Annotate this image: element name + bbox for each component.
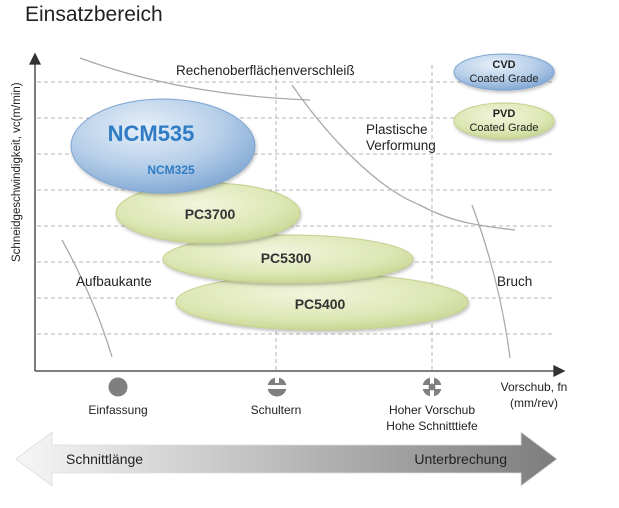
legend: CVD Coated Grade PVD Coated Grade	[453, 53, 555, 140]
region-label-left: Aufbaukante	[76, 274, 152, 289]
operation-label-1: Einfassung	[88, 403, 147, 417]
operation-label-3b: Hohe Schnitttiefe	[386, 419, 478, 433]
grade-ellipses	[70, 98, 469, 331]
grade-label-pc3700: PC3700	[185, 206, 236, 222]
page-title: Einsatzbereich	[25, 3, 163, 26]
high-feed-insert-icon	[422, 377, 442, 397]
round-insert-icon	[108, 377, 128, 397]
arrow-left-label: Schnittlänge	[66, 451, 143, 467]
operation-label-2: Schultern	[251, 403, 302, 417]
legend-pvd-swatch	[453, 102, 555, 140]
legend-pvd-title: PVD	[493, 108, 516, 120]
legend-cvd-sub: Coated Grade	[469, 73, 538, 85]
double-arrow-shape	[15, 431, 558, 487]
region-label-top: Rechenoberflächenverschleiß	[176, 63, 355, 78]
x-axis-label-2: (mm/rev)	[510, 396, 558, 410]
region-label-right: Bruch	[497, 274, 532, 289]
bottom-arrow: Schnittlänge Unterbrechung	[15, 431, 558, 487]
shoulder-insert-icon	[267, 377, 287, 397]
operation-label-3a: Hoher Vorschub	[389, 403, 475, 417]
legend-cvd-title: CVD	[492, 59, 515, 71]
y-axis-label: Schneidgeschwindigkeit, vc(m/min)	[11, 82, 23, 262]
arrow-right-label: Unterbrechung	[414, 451, 507, 467]
legend-cvd-swatch	[453, 53, 555, 91]
axes	[28, 52, 566, 378]
grade-label-pc5400: PC5400	[295, 296, 346, 312]
grade-label-ncm535: NCM535	[108, 121, 195, 146]
grade-label-pc5300: PC5300	[261, 250, 312, 266]
grade-ellipse-ncm535	[70, 98, 256, 194]
boundary-lines	[61, 57, 516, 359]
grade-label-ncm325: NCM325	[147, 163, 195, 177]
x-axis-label-1: Vorschub, fn	[501, 380, 568, 394]
grade-ellipse-pc5300	[162, 234, 414, 284]
legend-pvd-sub: Coated Grade	[469, 122, 538, 134]
region-label-plastic-2: Verformung	[366, 138, 436, 153]
region-label-plastic-1: Plastische	[366, 122, 428, 137]
